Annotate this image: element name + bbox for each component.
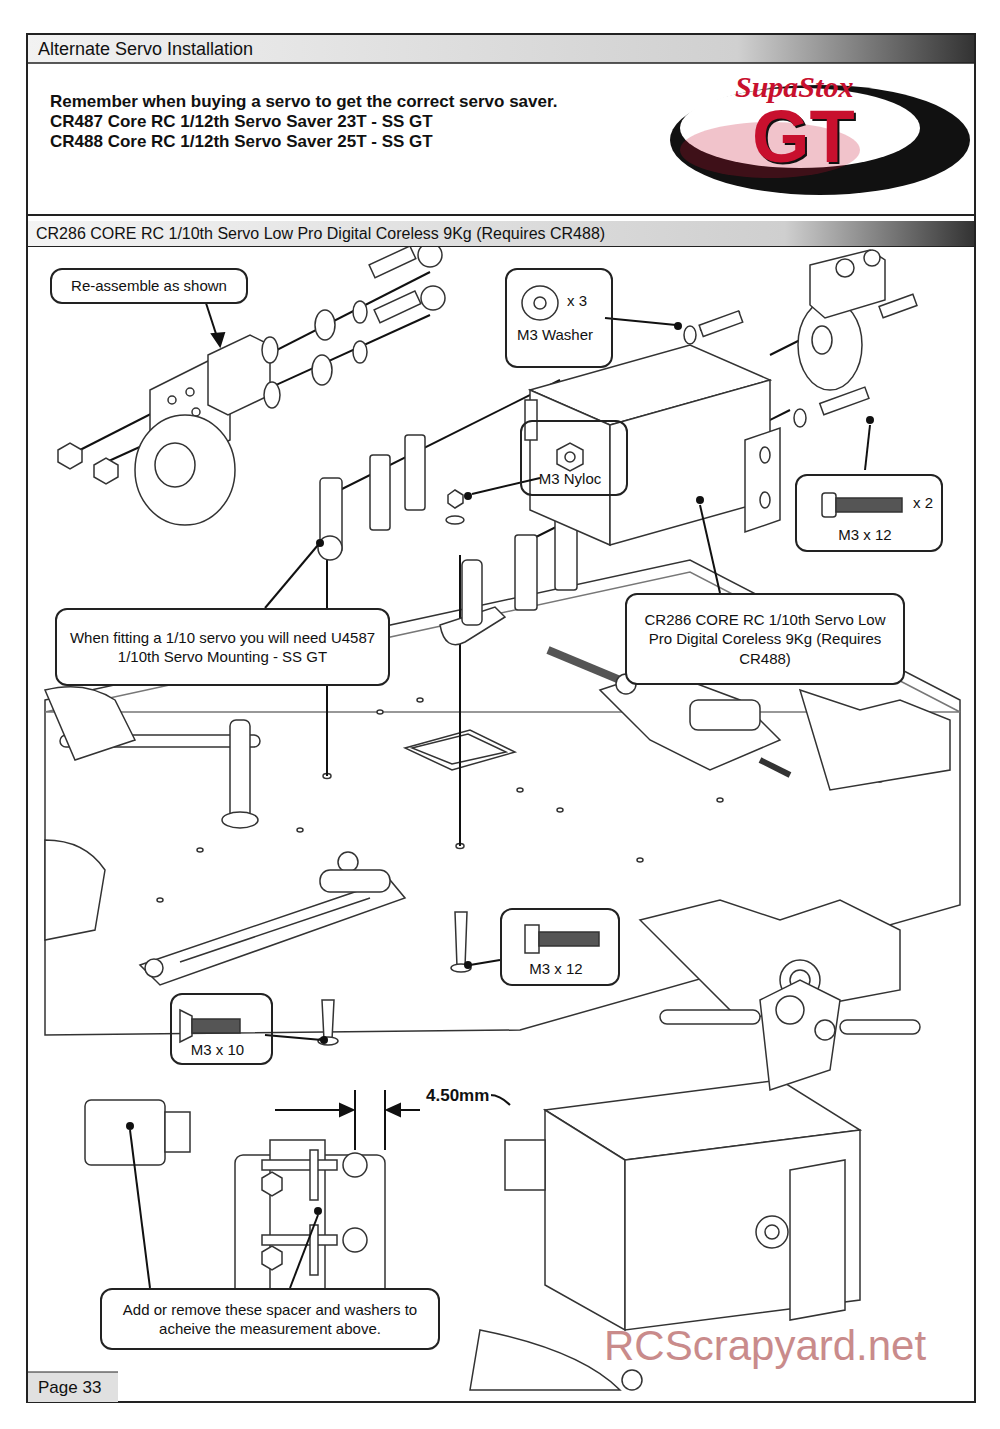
section-band: CR286 CORE RC 1/10th Servo Low Pro Digit…: [28, 221, 974, 247]
part-callout: x 3 M3 Washer: [505, 268, 613, 368]
brand-logo: SupaStox: [735, 70, 853, 104]
dimension: 4.50mm: [424, 1086, 491, 1106]
callout-text: Re-assemble as shown: [71, 276, 227, 296]
header-title: Alternate Servo Installation: [38, 39, 253, 60]
part-callout: x 2 M3 x 12: [795, 474, 943, 552]
part-callout: CR286 CORE RC 1/10th Servo Low Pro Digit…: [625, 593, 905, 685]
part-callout: M3 x 10: [170, 993, 273, 1065]
watermark: RCScrapyard.net: [604, 1322, 926, 1370]
note-callout: When fitting a 1/10 servo you will need …: [55, 608, 390, 686]
callout-text: CR488 Core RC 1/12th Servo Saver 25T - S…: [50, 132, 670, 152]
callout-text: x 3: [567, 292, 587, 309]
part-callout: M3 x 12: [500, 908, 620, 986]
callout-text: x 2: [913, 494, 933, 511]
note-callout: Add or remove these spacer and washers t…: [100, 1288, 440, 1350]
callout-text: Add or remove these spacer and washers t…: [112, 1300, 428, 1339]
callout-text: When fitting a 1/10 servo you will need …: [67, 628, 378, 667]
callout-text: CR286 CORE RC 1/10th Servo Low Pro Digit…: [637, 610, 893, 669]
callout-text: M3 x 12: [502, 960, 610, 977]
note-block: Remember when buying a servo to get the …: [50, 92, 670, 172]
page-number: Page 33: [38, 1378, 101, 1398]
callout-text: M3 Nyloc: [522, 470, 618, 487]
callout-text: M3 Washer: [507, 326, 603, 343]
note-callout: Re-assemble as shown: [50, 268, 248, 304]
callout-text: CR487 Core RC 1/12th Servo Saver 23T - S…: [50, 112, 670, 132]
callout-text: M3 x 10: [172, 1041, 263, 1058]
callout-text: CR286 CORE RC 1/10th Servo Low Pro Digit…: [28, 221, 974, 247]
callout-text: M3 x 12: [797, 526, 933, 543]
brand-logo: GT: [752, 100, 855, 174]
part-callout: M3 Nyloc: [520, 420, 628, 496]
callout-text: Remember when buying a servo to get the …: [50, 92, 670, 112]
